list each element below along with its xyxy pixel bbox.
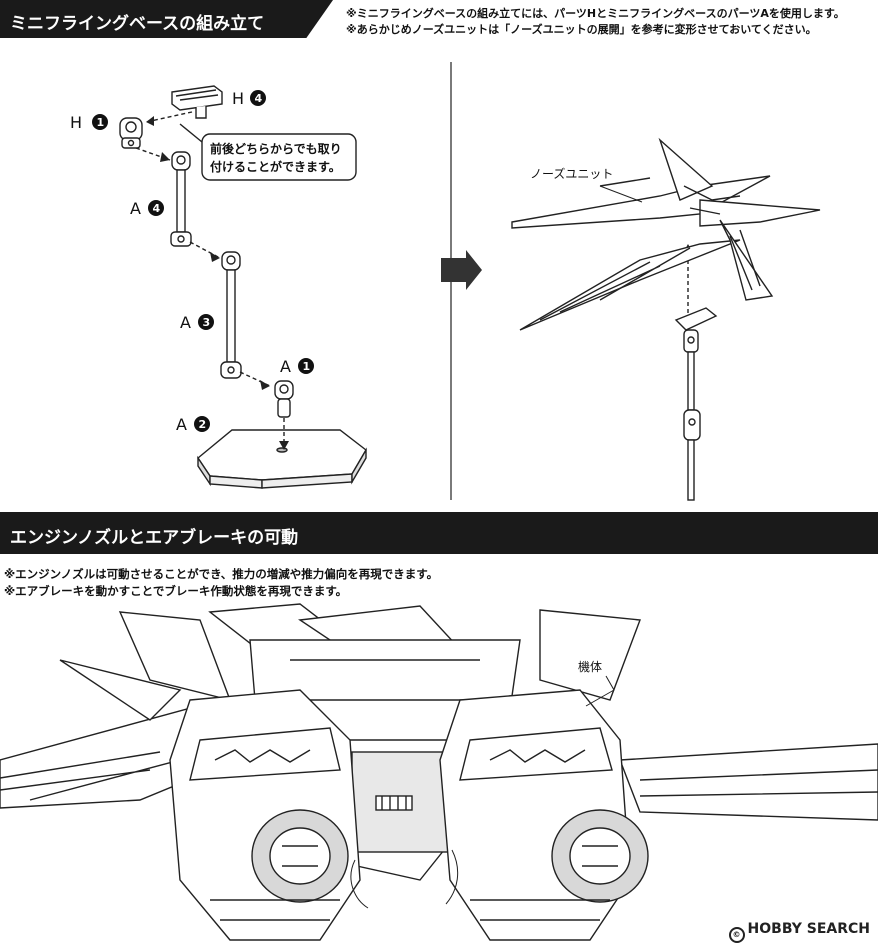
part-labels: H 4 H 1 A 4 A 3 A 1 A 2 前後どちらからでも取り 付けるこ… (70, 89, 613, 434)
part-label-letter: H (70, 113, 82, 132)
watermark-logo: © (728, 927, 745, 943)
note-line: ※あらかじめノーズユニットは「ノーズユニットの展開」を参考に変形させておいてくだ… (346, 23, 817, 36)
movable-notes: ※エンジンノズルは可動させることができ、推力の増減や推力偏向を再現できます。 ※… (4, 566, 438, 600)
section-title: ミニフライングベースの組み立て (10, 14, 265, 34)
callout-bubble (179, 123, 357, 181)
part-label-number: 1 (97, 116, 105, 129)
part-a2-drawing (197, 429, 367, 489)
section-header-assembly: ミニフライングベースの組み立て (0, 0, 333, 38)
note-line: ※ミニフライングベースの組み立てには、パーツHとミニフライングベースのパーツAを… (346, 7, 845, 20)
part-label-number: 3 (203, 316, 211, 329)
part-label-letter: A (176, 415, 187, 434)
flying-base-drawing (674, 307, 718, 501)
nose-unit-label: ノーズユニット (530, 166, 613, 181)
part-a1-drawing (274, 380, 294, 418)
body-label: 機体 (578, 659, 602, 674)
callout-line: 前後どちらからでも取り (210, 141, 342, 156)
watermark-text: HOBBY SEARCH (747, 921, 870, 937)
watermark: ©HOBBY SEARCH (728, 921, 870, 943)
assembly-notes: ※ミニフライングベースの組み立てには、パーツHとミニフライングベースのパーツAを… (346, 6, 845, 38)
part-h4-drawing (171, 85, 223, 119)
part-label-number: 1 (303, 360, 311, 373)
part-label-number: 4 (255, 92, 263, 105)
nose-unit-drawing (511, 137, 821, 331)
left-engine (169, 689, 361, 941)
part-label-letter: H (232, 89, 244, 108)
part-label-letter: A (280, 357, 291, 376)
note-line: ※エンジンノズルは可動させることができ、推力の増減や推力偏向を再現できます。 (4, 567, 439, 581)
section-header-movable: エンジンノズルとエアブレーキの可動 (0, 512, 878, 554)
part-label-letter: A (130, 199, 141, 218)
note-line: ※エアブレーキを動かすことでブレーキ作動状態を再現できます。 (4, 584, 348, 598)
callout-line: 付けることができます。 (210, 159, 341, 174)
part-label-letter: A (180, 313, 191, 332)
assembly-illustration: H 4 H 1 A 4 A 3 A 1 A 2 前後どちらからでも取り 付けるこ… (70, 62, 821, 501)
next-step-arrow (441, 250, 482, 290)
tail-fin-right (539, 609, 641, 701)
part-a3-drawing (220, 251, 242, 379)
part-h1-drawing (119, 117, 143, 149)
part-label-number: 2 (199, 418, 207, 431)
right-wing (619, 743, 878, 821)
part-label-number: 4 (153, 202, 161, 215)
part-a4-drawing (170, 151, 192, 247)
section-title: エンジンノズルとエアブレーキの可動 (10, 528, 299, 548)
